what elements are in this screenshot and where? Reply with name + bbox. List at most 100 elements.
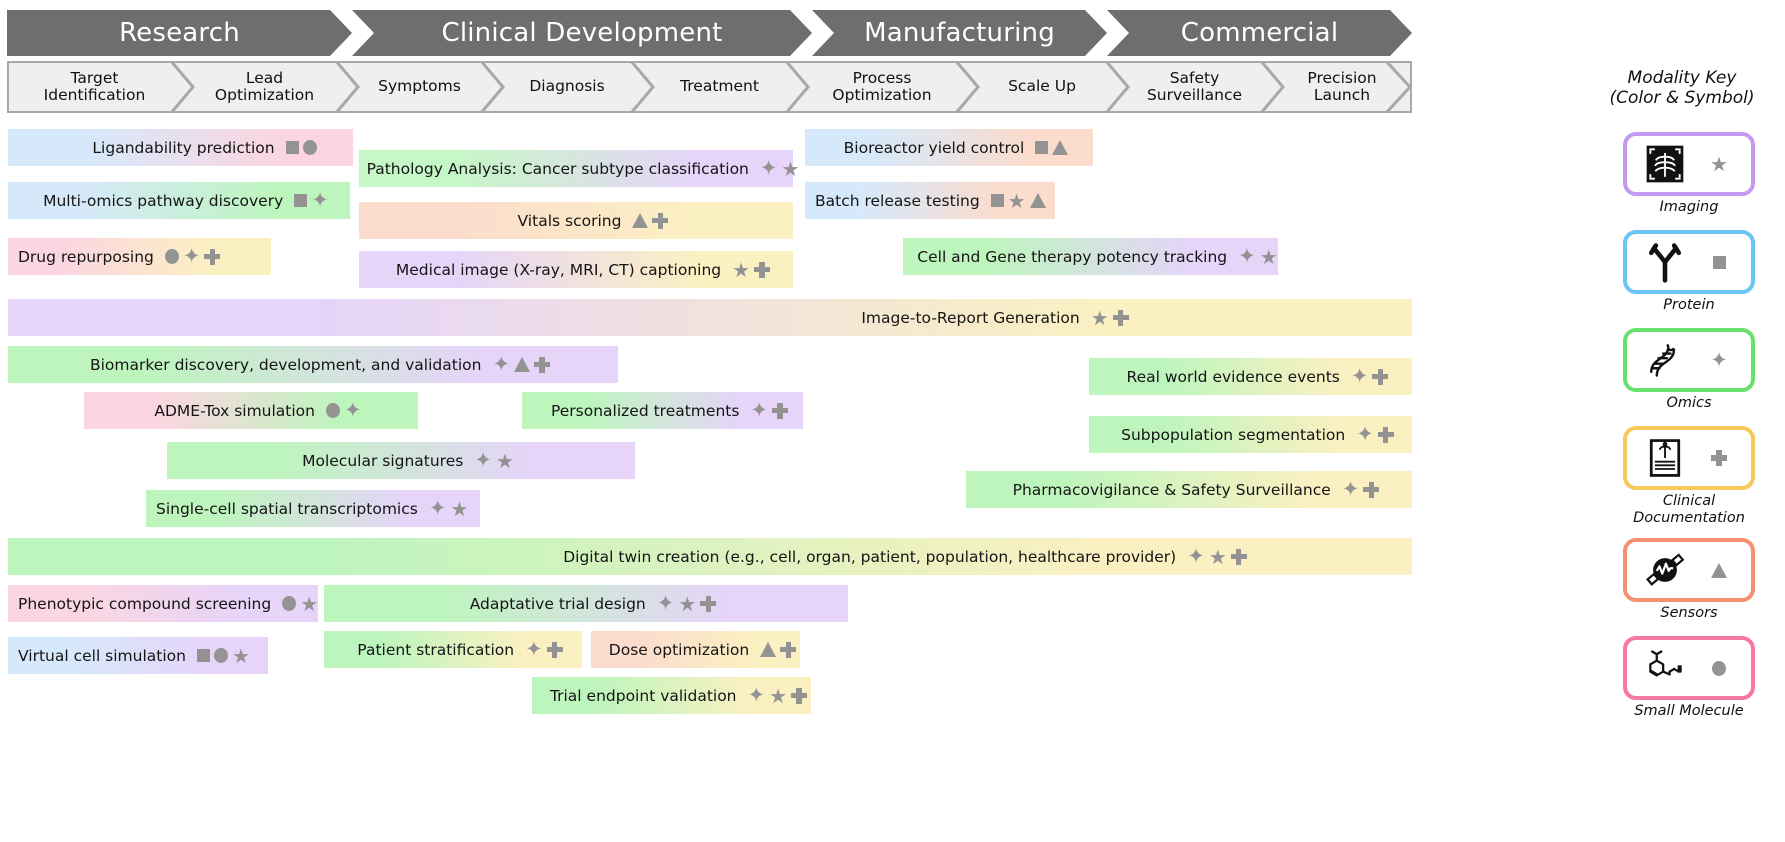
molecule-icon — [1642, 645, 1688, 691]
task-bar-label: Pathology Analysis: Cancer subtype class… — [366, 159, 749, 178]
plus-symbol-icon — [652, 212, 669, 229]
plus-symbol-icon — [1711, 450, 1727, 466]
circle-symbol-icon — [213, 648, 228, 663]
square-symbol-icon — [1035, 141, 1049, 154]
diamond-symbol-icon: ✦ — [474, 448, 492, 472]
substage-treatment[interactable]: Treatment — [642, 61, 797, 113]
tri-symbol-icon — [1052, 140, 1069, 155]
task-bar[interactable]: Dose optimization — [591, 631, 800, 668]
task-bar[interactable]: Bioreactor yield control — [805, 129, 1093, 166]
modality-key-symbol — [1702, 450, 1736, 466]
antibody-icon — [1642, 239, 1688, 285]
substage-safety-surveillance[interactable]: Safety Surveillance — [1117, 61, 1272, 113]
task-bar[interactable]: Single-cell spatial transcriptomics✦★ — [146, 490, 480, 527]
task-bar[interactable]: Drug repurposing✦ — [8, 238, 271, 275]
star-symbol-icon: ★ — [1208, 544, 1227, 569]
task-bar[interactable]: Digital twin creation (e.g., cell, organ… — [8, 538, 1412, 575]
substage-scale-up[interactable]: Scale Up — [967, 61, 1117, 113]
task-bar[interactable]: Cell and Gene therapy potency tracking✦★ — [903, 238, 1278, 275]
modality-key-title: Modality Key (Color & Symbol) — [1609, 68, 1755, 109]
substage-lead-optimization[interactable]: Lead Optimization — [182, 61, 347, 113]
modality-key-item[interactable]: Protein — [1623, 230, 1755, 314]
substage-diagnosis[interactable]: Diagnosis — [492, 61, 642, 113]
task-bar-symbols — [285, 140, 317, 155]
modality-key-symbol — [1702, 562, 1736, 578]
substage-label: Treatment — [680, 77, 759, 96]
modality-key-item[interactable]: ★ Imaging — [1623, 132, 1755, 216]
task-bar[interactable]: Biomarker discovery, development, and va… — [8, 346, 618, 383]
xray-chest-icon — [1642, 141, 1688, 187]
task-bar-symbols: ★ — [282, 594, 318, 614]
stage-commercial[interactable]: Commercial — [1107, 10, 1412, 56]
stage-research[interactable]: Research — [7, 10, 352, 56]
diamond-symbol-icon: ✦ — [1710, 347, 1728, 372]
task-bar[interactable]: Personalized treatments ✦ — [522, 392, 803, 429]
task-bar[interactable]: Adaptative trial design✦★ — [324, 585, 848, 622]
substage-band-background — [7, 61, 1412, 113]
task-bar[interactable]: Patient stratification ✦ — [324, 631, 582, 668]
task-bar-symbols: ★ — [732, 260, 771, 280]
task-bar[interactable]: Medical image (X-ray, MRI, CT) captionin… — [359, 251, 793, 288]
task-bar-label: Patient stratification — [357, 640, 515, 659]
modality-key-caption: Sensors — [1660, 605, 1718, 621]
substage-process-optimization[interactable]: Process Optimization — [797, 61, 967, 113]
plus-symbol-icon — [772, 402, 789, 419]
task-bar[interactable]: Image-to-Report Generation★ — [8, 299, 1412, 336]
substage-symptoms[interactable]: Symptoms — [347, 61, 492, 113]
modality-key-caption: Clinical Documentation — [1633, 493, 1745, 526]
task-bar[interactable]: Batch release testing★ — [805, 182, 1055, 219]
task-bar[interactable]: Virtual cell simulation★ — [8, 637, 268, 674]
task-bar-label: Phenotypic compound screening — [18, 594, 272, 613]
task-bar[interactable]: Subpopulation segmentation✦ — [1089, 416, 1412, 453]
task-bar[interactable]: Pathology Analysis: Cancer subtype class… — [359, 150, 799, 187]
substage-label: Diagnosis — [529, 77, 605, 96]
plus-symbol-icon — [791, 687, 808, 704]
task-bar-symbols: ✦ — [164, 246, 221, 267]
modality-key-caption: Imaging — [1659, 199, 1719, 215]
circle-symbol-icon — [164, 249, 179, 264]
star-symbol-icon: ★ — [1710, 152, 1728, 176]
substage-label: Target Identification — [43, 68, 146, 104]
modality-key-item[interactable]: Clinical Documentation — [1623, 426, 1755, 526]
task-bar-label: Bioreactor yield control — [843, 138, 1025, 157]
task-bar[interactable]: Molecular signatures✦★ — [167, 442, 635, 479]
diamond-symbol-icon: ✦ — [656, 591, 675, 615]
stage-label: Commercial — [1180, 18, 1339, 48]
task-bar[interactable]: Trial endpoint validation✦★ — [532, 677, 811, 714]
star-symbol-icon: ★ — [678, 591, 697, 616]
modality-key-caption: Omics — [1666, 395, 1712, 411]
diamond-symbol-icon: ✦ — [311, 188, 329, 212]
stage-clinical-development[interactable]: Clinical Development — [352, 10, 812, 56]
dna-helix-icon — [1642, 337, 1688, 383]
diamond-symbol-icon: ✦ — [750, 398, 769, 422]
stage-manufacturing[interactable]: Manufacturing — [812, 10, 1107, 56]
task-bar[interactable]: Ligandability prediction — [8, 129, 353, 166]
plus-symbol-icon — [546, 641, 563, 658]
task-bar-label: Batch release testing — [815, 191, 980, 210]
task-bar[interactable]: Pharmacovigilance & Safety Surveillance✦ — [966, 471, 1412, 508]
modality-key-item[interactable]: ✦ Omics — [1623, 328, 1755, 412]
task-bar[interactable]: Multi-omics pathway discovery✦ — [8, 182, 350, 219]
task-bar-symbols: ✦★ — [474, 450, 514, 471]
task-bar-symbols: ✦ — [492, 354, 551, 375]
square-symbol-icon — [294, 194, 308, 207]
task-bar-label: Pharmacovigilance & Safety Surveillance — [1012, 480, 1331, 499]
star-symbol-icon: ★ — [495, 448, 514, 473]
task-bar-symbols: ✦★ — [429, 498, 469, 519]
substage-precision-launch[interactable]: Precision Launch — [1272, 61, 1412, 113]
task-bar[interactable]: ADME-Tox simulation✦ — [84, 392, 418, 429]
task-bar-label: Personalized treatments — [550, 401, 740, 420]
task-bar-symbols: ✦ — [326, 400, 362, 421]
task-bar[interactable]: Real world evidence events✦ — [1089, 358, 1412, 395]
modality-key-item[interactable]: Small Molecule — [1623, 636, 1755, 720]
task-bar[interactable]: Phenotypic compound screening ★ — [8, 585, 318, 622]
task-bar[interactable]: Vitals scoring — [359, 202, 793, 239]
diamond-symbol-icon: ✦ — [759, 156, 778, 180]
task-bar-symbols: ✦ — [525, 639, 563, 660]
task-bar-symbols: ✦★ — [657, 593, 717, 614]
modality-key-item[interactable]: Sensors — [1623, 538, 1755, 622]
modality-key-box — [1623, 426, 1755, 490]
stage-label: Manufacturing — [864, 18, 1055, 48]
substage-target-identification[interactable]: Target Identification — [7, 61, 182, 113]
modality-key-box — [1623, 538, 1755, 602]
